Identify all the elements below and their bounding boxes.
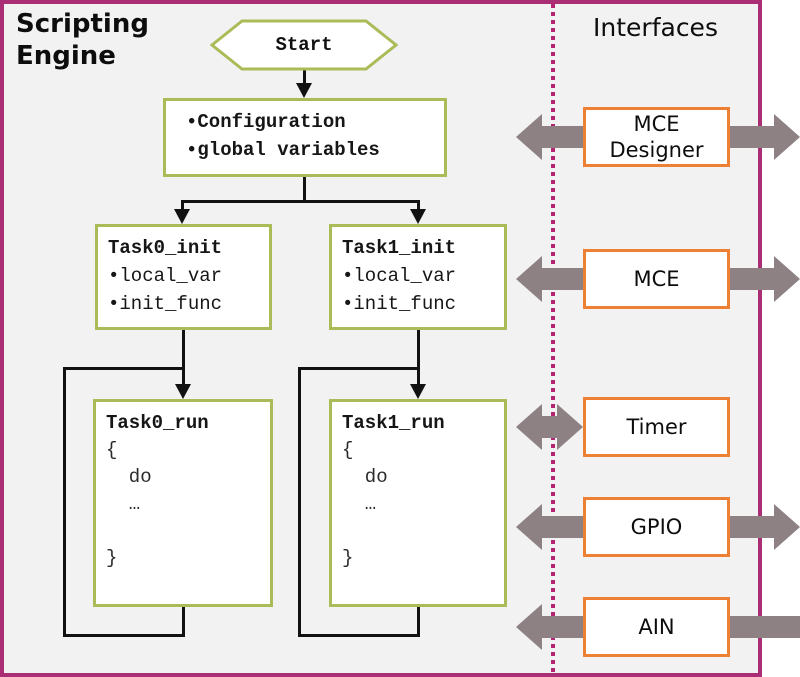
double-arrow-left-icon: [516, 404, 542, 450]
scripting-engine-title: Scripting Engine: [16, 9, 149, 71]
task0-loop-top: [63, 367, 185, 370]
task1-init-title: Task1_init: [342, 237, 457, 259]
task1-run-body: { do … }: [342, 439, 388, 569]
connector-branch-horizontal: [181, 200, 420, 203]
config-items: •Configuration •global variables: [186, 111, 380, 161]
task1-loop-down: [417, 607, 420, 637]
task0-init-items: •local_var •init_func: [108, 265, 223, 315]
task0-init-box: Task0_init •local_var •init_func: [95, 224, 272, 330]
arrow-shaft: [540, 516, 583, 538]
connector-branch-right-stub: [417, 203, 420, 211]
interface-box-timer: Timer: [583, 397, 730, 457]
right-arrow-icon: [774, 114, 800, 160]
arrow-down-icon: [410, 384, 426, 399]
config-box: •Configuration •global variables: [163, 98, 447, 177]
interface-label: Timer: [626, 415, 687, 439]
interface-box-mce: MCE: [583, 249, 730, 309]
task0-loop-bottom: [63, 634, 185, 637]
task0-loop-down: [182, 607, 185, 637]
arrow-down-icon: [175, 384, 191, 399]
task0-run-box: Task0_run { do … }: [93, 399, 273, 607]
interfaces-title: Interfaces: [593, 13, 718, 42]
interface-label: GPIO: [630, 515, 683, 539]
arrow-shaft: [540, 268, 583, 290]
arrow-shaft: [728, 516, 774, 538]
left-arrow-icon: [516, 604, 542, 650]
double-arrow-right-icon: [557, 404, 583, 450]
arrow-shaft: [728, 268, 774, 290]
left-arrow-icon: [516, 256, 542, 302]
left-arrow-icon: [516, 504, 542, 550]
interface-box-mce-designer: MCE Designer: [583, 107, 730, 167]
arrow-shaft: [540, 616, 583, 638]
start-hexagon: Start: [209, 19, 399, 71]
task1-run-title: Task1_run: [342, 412, 445, 434]
task0-run-title: Task0_run: [106, 412, 209, 434]
connector-start-to-config: [303, 70, 306, 87]
task1-run-box: Task1_run { do … }: [329, 399, 507, 607]
arrow-down-icon: [174, 209, 190, 224]
incoming-shaft: [728, 616, 800, 638]
right-arrow-icon: [774, 256, 800, 302]
task1-init-items: •local_var •init_func: [342, 265, 457, 315]
connector-config-down: [303, 177, 306, 203]
start-label: Start: [275, 34, 333, 56]
separator-dotted-line: [551, 4, 555, 673]
connector-branch-left-stub: [181, 203, 184, 211]
right-arrow-icon: [774, 504, 800, 550]
interface-label: AIN: [638, 615, 675, 639]
interface-label: MCE Designer: [609, 112, 704, 162]
interface-label: MCE: [633, 267, 680, 291]
task0-run-body: { do … }: [106, 439, 152, 569]
connector-task0-init-to-run: [182, 330, 185, 386]
arrow-shaft: [540, 126, 583, 148]
arrow-down-icon: [296, 83, 312, 98]
hexagon-shape-icon: [209, 19, 399, 71]
interface-box-gpio: GPIO: [583, 497, 730, 557]
task1-init-box: Task1_init •local_var •init_func: [329, 224, 507, 330]
task1-loop-bottom: [298, 634, 420, 637]
arrow-shaft: [538, 416, 559, 438]
task0-loop-left: [63, 367, 66, 637]
arrow-shaft: [728, 126, 774, 148]
interface-box-ain: AIN: [583, 597, 730, 657]
task1-loop-left: [298, 367, 301, 637]
arrow-down-icon: [410, 209, 426, 224]
task1-loop-top: [298, 367, 420, 370]
left-arrow-icon: [516, 114, 542, 160]
connector-task1-init-to-run: [417, 330, 420, 386]
task0-init-title: Task0_init: [108, 237, 223, 259]
